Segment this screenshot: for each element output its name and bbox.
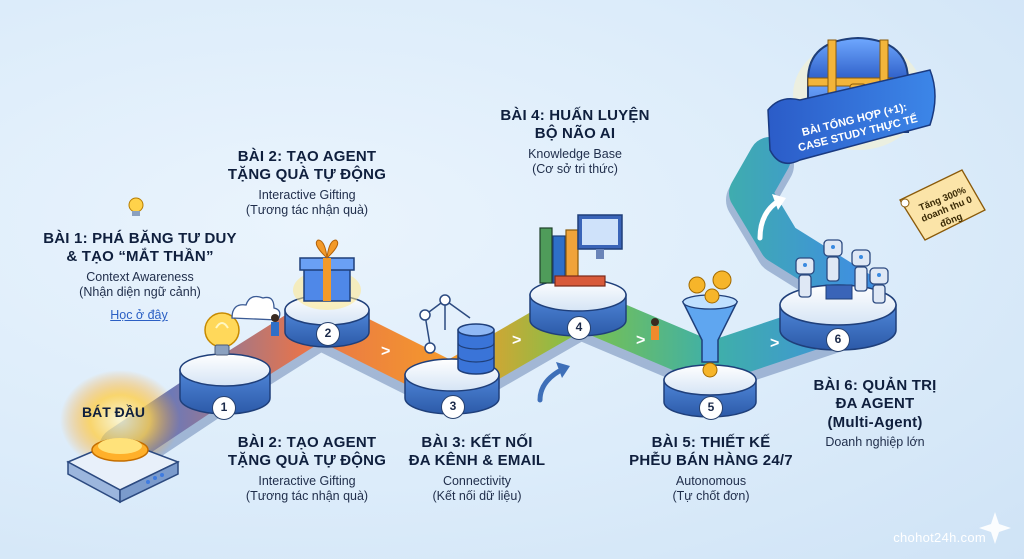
step-1-subtitle-2: (Nhận diện ngữ cảnh) (79, 284, 201, 299)
step-4-subtitle-2: (Cơ sở tri thức) (532, 161, 618, 176)
svg-text:>: > (636, 332, 645, 349)
step-5-title-2: PHỄU BÁN HÀNG 24/7 (629, 452, 793, 470)
step-1-subtitle: Context Awareness (86, 269, 194, 284)
step-2-title-2: TẶNG QUÀ TỰ ĐỘNG (227, 166, 387, 184)
person-icon (271, 314, 279, 336)
step-5-subtitle: Autonomous (675, 473, 747, 488)
step-1-title: BÀI 1: PHÁ BĂNG TƯ DUY (43, 230, 237, 247)
step-3-subtitle-2: (Kết nối dữ liệu) (432, 488, 522, 503)
step-2-lower-title: BÀI 2: TẠO AGENT (237, 434, 377, 451)
brand-watermark: chohot24h.com (893, 530, 986, 545)
step-1-title-2: & TẠO “MẮT THẦN” (66, 248, 214, 266)
small-bulb-icon (128, 197, 144, 216)
step-number-2: 2 (316, 322, 340, 346)
sales-funnel-icon (681, 270, 739, 378)
step-3-subtitle: Connectivity (442, 473, 512, 488)
step-2-text: BÀI 2: TẠO AGENT TẶNG QUÀ TỰ ĐỘNG Intera… (212, 148, 402, 218)
person-icon-2 (651, 318, 659, 340)
step-2-lower-title-2: TẶNG QUÀ TỰ ĐỘNG (227, 452, 387, 470)
step-3-title: BÀI 3: KẾT NỐI (421, 434, 533, 451)
lightbulb-icon (204, 312, 240, 356)
step-number-3: 3 (441, 395, 465, 419)
step-6-text: BÀI 6: QUẢN TRỊ ĐA AGENT (Multi-Agent) D… (800, 377, 950, 450)
step-6-title-2: ĐA AGENT (835, 395, 915, 413)
gift-box-icon (293, 239, 361, 310)
step-3-title-2: ĐA KÊNH & EMAIL (408, 452, 546, 470)
step-2-lower-text: BÀI 2: TẠO AGENT TẶNG QUÀ TỰ ĐỘNG Intera… (212, 434, 402, 504)
step-2-lower-subtitle: Interactive Gifting (258, 473, 356, 488)
step-2-subtitle-2: (Tương tác nhận quà) (245, 202, 369, 217)
step-6-title-3: (Multi-Agent) (827, 413, 923, 431)
start-device (60, 370, 180, 504)
step-2-subtitle: Interactive Gifting (258, 187, 356, 202)
books-monitor-icon (539, 214, 623, 287)
step-4-title-2: BỘ NÃO AI (534, 125, 616, 143)
svg-text:>: > (770, 335, 779, 352)
step-6-subtitle: Doanh nghiệp lớn (825, 434, 925, 449)
sparkle-icon (979, 512, 1011, 544)
step-1-text: BÀI 1: PHÁ BĂNG TƯ DUY & TẠO “MẮT THẦN” … (30, 230, 250, 300)
svg-text:>: > (381, 343, 390, 360)
step-6-title: BÀI 6: QUẢN TRỊ (813, 377, 937, 394)
growth-tag (899, 169, 986, 241)
step-5-title: BÀI 5: THIẾT KẾ (651, 434, 771, 451)
step-number-1: 1 (212, 396, 236, 420)
step-4-title: BÀI 4: HUẤN LUYỆN (500, 107, 650, 124)
step-2-lower-subtitle-2: (Tương tác nhận quà) (245, 488, 369, 503)
pod-4 (529, 278, 627, 337)
step-4-subtitle: Knowledge Base (528, 146, 622, 161)
case-study-banner (767, 69, 936, 165)
step-number-6: 6 (826, 328, 850, 352)
learn-here-link[interactable]: Học ở đây (110, 308, 168, 322)
database-network-icon (419, 294, 495, 375)
step-3-text: BÀI 3: KẾT NỐI ĐA KÊNH & EMAIL Connectiv… (392, 434, 562, 504)
start-label: BÁT ĐẦU (82, 404, 145, 420)
step-number-4: 4 (567, 316, 591, 340)
step-4-text: BÀI 4: HUẤN LUYỆN BỘ NÃO AI Knowledge Ba… (490, 107, 660, 177)
svg-text:>: > (512, 332, 521, 349)
robots-icon (795, 239, 889, 304)
step-2-title: BÀI 2: TẠO AGENT (237, 148, 377, 165)
cloud-icon (231, 295, 281, 321)
step-5-subtitle-2: (Tự chốt đơn) (672, 488, 750, 503)
step-number-5: 5 (699, 396, 723, 420)
step-5-text: BÀI 5: THIẾT KẾ PHỄU BÁN HÀNG 24/7 Auton… (626, 434, 796, 504)
